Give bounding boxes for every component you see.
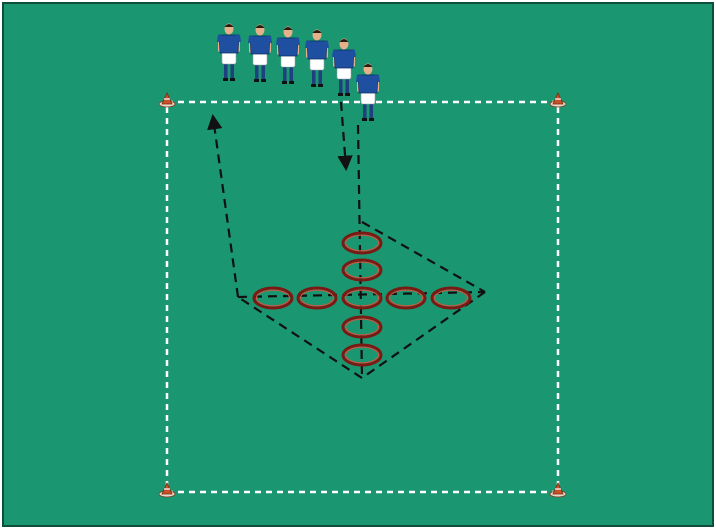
training-drill-diagram: [0, 0, 716, 529]
